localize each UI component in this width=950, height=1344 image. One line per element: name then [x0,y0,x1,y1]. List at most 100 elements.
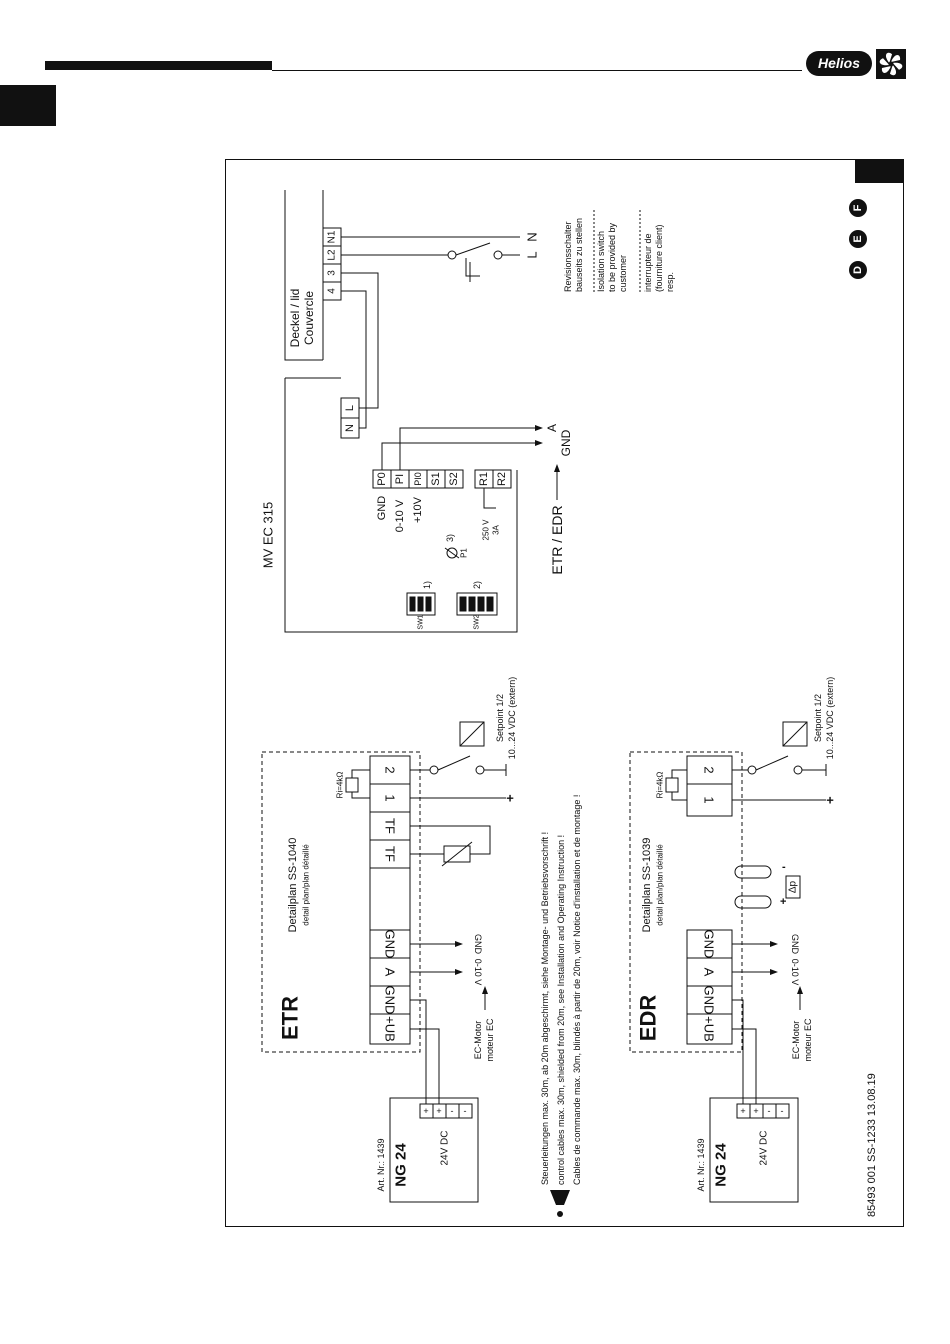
etr-motor-1: EC-Motor [473,1021,483,1060]
edr-setpoint-2: 10...24 VDC (extern) [825,677,835,760]
psu-edr-t4: - [781,1106,784,1116]
lid-label-fr: Couvercle [302,291,316,345]
etr-motor-2: moteur EC [485,1018,495,1062]
psu-etr: + + - - Art. Nr.: 1439 NG 24 24V DC [376,1097,479,1203]
terminal-n1: N1 [327,230,338,243]
ctrl-terminal-pi: PI [394,474,406,484]
ctrl-terminal-s2: S2 [448,472,460,485]
edr-plus-p: + [780,896,786,908]
ctrl-terminal-n: N [344,424,356,432]
etr-terminal-gnd1: GND [383,986,398,1015]
controller-mv-ec-315: N L P0 PI PI0 S1 S2 R1 R2 250 V 3A GND 0… [261,377,518,633]
ctrl-terminal-p0: P0 [376,472,388,485]
edr-terminal-a: A [702,968,717,977]
ctrl-terminal-l: L [344,405,356,411]
sw2-label: SW2 [474,614,481,629]
terminal-l2: L2 [327,249,338,261]
psu-etr-t2: + [436,1106,441,1116]
lang-badge-e: E [852,235,864,242]
edr-pressure-label: Δp [788,880,799,893]
psu-edr-t3: - [768,1106,771,1116]
notice-en: control cables max. 30m, shielded from 2… [556,835,566,1185]
etr-terminal-gnd2: GND [383,930,398,959]
switch-note-en-1: Isolation switch [596,231,606,292]
psu-etr-name: NG 24 [393,1143,410,1187]
edr-motor-1: EC-Motor [791,1021,801,1060]
etr-edr-label: ETR / EDR [549,505,565,574]
psu-etr-t4: - [464,1106,467,1116]
edr-terminal-gnd1: GND [702,986,717,1015]
etr-sig-0-10v: 0-10 V [473,959,483,986]
psu-etr-art: Art. Nr.: 1439 [376,1138,386,1191]
etr-terminal-tf2: TF [383,818,398,834]
psu-edr-art: Art. Nr.: 1439 [696,1138,706,1191]
sw1-label: SW1 [418,614,425,629]
relay-rating-v: 250 V [482,519,491,541]
language-badges: D E F [849,199,867,279]
terminal-4: 4 [327,288,338,294]
etr-terminal-2: 2 [383,766,398,773]
relay-rating-a: 3A [492,524,501,534]
psu-edr-voltage: 24V DC [759,1130,770,1165]
notice-de: Steuerleitungen max. 30m, ab 20m abgesch… [540,832,550,1185]
edr-terminal-gnd2: GND [702,930,717,959]
mains-terminal-strip: N1 L2 3 4 [322,227,342,301]
edr-setpoint-1: Setpoint 1/2 [813,694,823,742]
psu-edr: + + - - Art. Nr.: 1439 NG 24 24V DC [696,1097,799,1203]
etr-title: ETR [278,996,303,1040]
edr-resistor: Ri=4kΩ [656,772,665,799]
switch-note-de-2: bauseits zu stellen [574,218,584,292]
etr-terminal-a: A [383,968,398,977]
psu-edr-t1: + [740,1106,745,1116]
psu-etr-t3: - [451,1106,454,1116]
switch-note-fr-1: interrupteur de [643,233,653,292]
etr-terminal-1: 1 [383,794,398,801]
brand-name: Helios [806,51,872,76]
ctrl-label-gnd: GND [376,496,388,521]
psu-etr-voltage: 24V DC [440,1130,451,1165]
wiring-diagram: D E F N1 L2 3 4 Deckel / lid Couvercle N… [261,190,878,1217]
terminal-3: 3 [327,270,338,276]
edr-minus: - [782,861,786,873]
edr-sig-gnd: GND [790,934,800,955]
lid-label: Deckel / lid [288,289,302,348]
pot-note: 3) [445,534,455,542]
footer-code: 85493 001 SS-1233 13.08.19 [866,1073,878,1217]
edr-motor-2: moteur EC [803,1018,813,1062]
diagram-frame [225,159,904,1227]
mains-l-label: L [525,251,540,258]
etr-plus: + [506,791,514,806]
sw1-note: 1) [422,581,432,589]
switch-note-en-3: customer [618,255,628,292]
psu-etr-t1: + [423,1106,428,1116]
switch-note-en-2: to be provided by [607,222,617,292]
edr-module: EDR Detailplan SS-1039 detail plan/plan … [629,751,743,1053]
ctrl-out-a: A [545,424,559,432]
mains-n-label: N [525,232,540,241]
psu-edr-name: NG 24 [713,1143,730,1187]
etr-terminal-tf1: TF [383,846,398,862]
switch-note-de-1: Revisionsschalter [563,221,573,292]
etr-detail: Detailplan SS-1040 [287,838,299,933]
frame-corner-tab [855,159,904,183]
lang-badge-d: D [852,266,864,274]
header-rule [272,70,802,71]
brand-logo: Helios [806,49,906,79]
notice-fr: Cables de commande max. 30m, blindés à p… [572,795,582,1185]
ctrl-label-10v: +10V [412,496,424,523]
pot-label: P1 [460,548,469,558]
lang-badge-f: F [852,204,864,211]
ctrl-terminal-r2: R2 [496,472,508,486]
ctrl-out-gnd: GND [559,429,573,456]
isolation-switch-note: Revisionsschalter bauseits zu stellen Is… [563,218,675,292]
etr-terminal-ub: +UB [383,1016,398,1042]
etr-setpoint-2: 10...24 VDC (extern) [507,677,517,760]
section-tab [0,85,56,126]
etr-sig-gnd: GND [473,934,483,955]
fan-icon [876,49,906,79]
edr-plus: + [826,793,834,808]
edr-terminal-2: 2 [702,766,717,773]
etr-resistor: Ri=4kΩ [336,772,345,799]
switch-note-fr-2: (fourniture client) [654,224,664,292]
sw2-note: 2) [472,581,482,589]
